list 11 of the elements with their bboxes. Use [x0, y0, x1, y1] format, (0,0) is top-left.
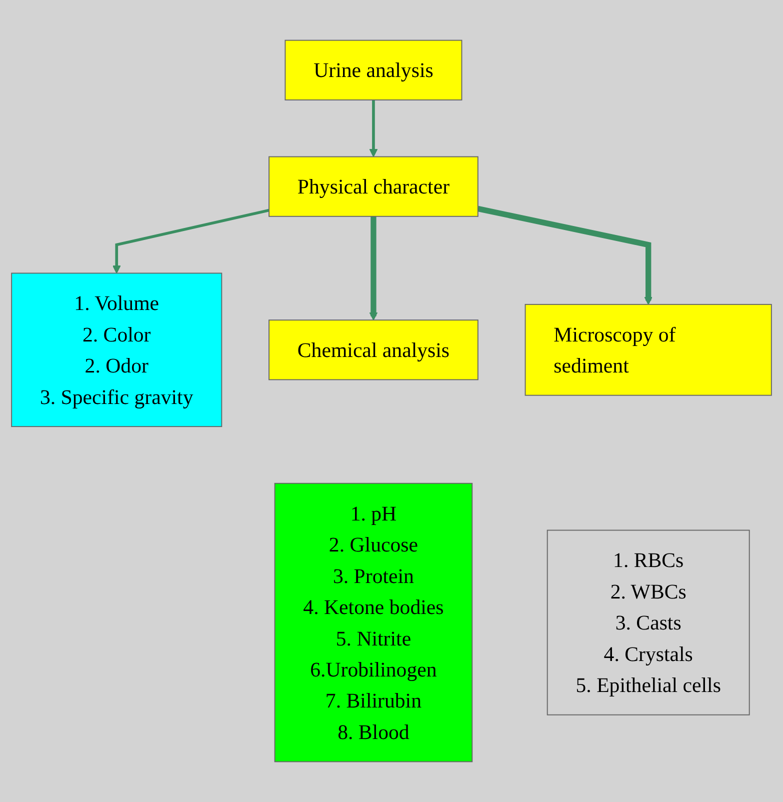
arrow: [112, 208, 270, 274]
arrow: [369, 216, 378, 320]
arrow: [477, 206, 653, 305]
arrow: [369, 100, 378, 158]
node-box: Physical character: [268, 156, 478, 217]
node-box: 1. pH 2. Glucose 3. Protein 4. Ketone bodies 5. Nitrite 6.Urobilinogen 7. Bilirubin 8. Blood: [274, 482, 473, 762]
node-box: Urine analysis: [284, 40, 462, 100]
node-box: Microscopy of sediment: [524, 304, 772, 396]
node-box: Chemical analysis: [268, 320, 478, 380]
node-box: 1. RBCs 2. WBCs 3. Casts 4. Crystals 5. Epithelial cells: [546, 530, 750, 716]
node-box: 1. Volume 2. Color 2. Odor 3. Specific gravity: [11, 272, 222, 428]
